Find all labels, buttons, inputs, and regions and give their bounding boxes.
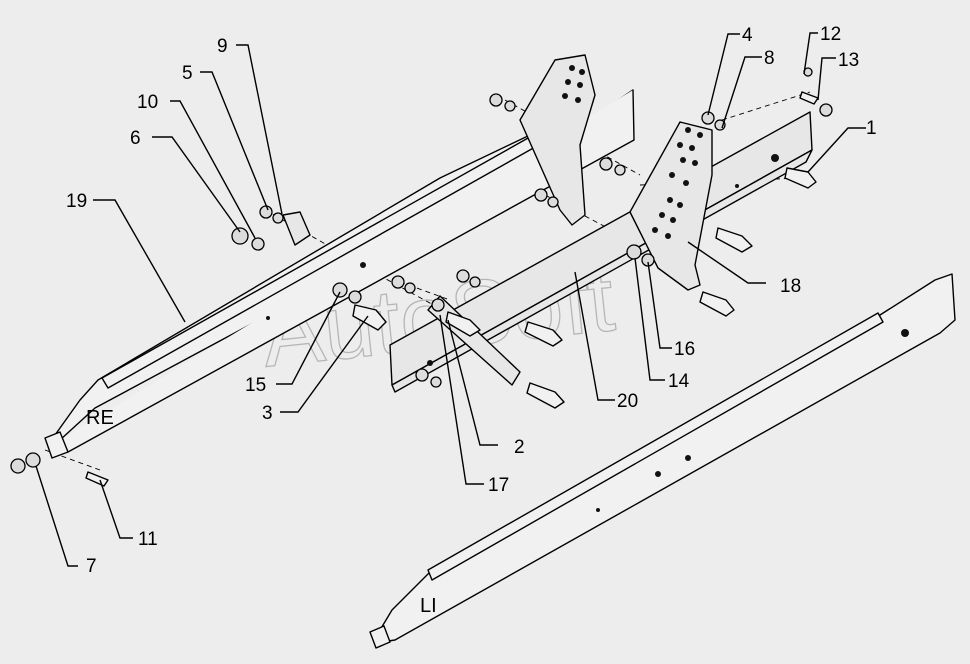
- callout-1: 1: [866, 118, 877, 139]
- callout-10: 10: [137, 92, 158, 113]
- callout-14: 14: [668, 371, 690, 392]
- callout-4: 4: [742, 25, 753, 46]
- callout-12: 12: [820, 24, 841, 45]
- callout-17: 17: [488, 475, 509, 496]
- callout-13: 13: [838, 50, 859, 71]
- arm-right-19: [44, 89, 635, 459]
- callout-20: 20: [617, 391, 638, 412]
- callout-19: 19: [66, 191, 87, 212]
- callout-11: 11: [138, 529, 158, 550]
- side-label-right: RE: [86, 407, 114, 429]
- arm-left: [369, 273, 956, 649]
- bracket-18: [629, 121, 713, 291]
- callout-9: 9: [217, 36, 228, 57]
- leader-lines: [35, 32, 866, 567]
- callout-5: 5: [182, 63, 193, 84]
- bracket-upper: [519, 54, 596, 226]
- callout-2: 2: [514, 437, 525, 458]
- callout-labels: 19 6 10 5 9 15 3 2 17 20 14 16 18 1 13 1…: [66, 24, 877, 577]
- callout-6: 6: [130, 128, 141, 149]
- callout-16: 16: [674, 339, 695, 360]
- callout-7: 7: [86, 556, 97, 577]
- side-label-left: LI: [420, 595, 437, 617]
- nuts-washers: [10, 67, 833, 474]
- callout-8: 8: [764, 48, 775, 69]
- callout-3: 3: [262, 403, 273, 424]
- callout-18: 18: [780, 276, 801, 297]
- callout-15: 15: [245, 375, 266, 396]
- bolts: [85, 91, 819, 487]
